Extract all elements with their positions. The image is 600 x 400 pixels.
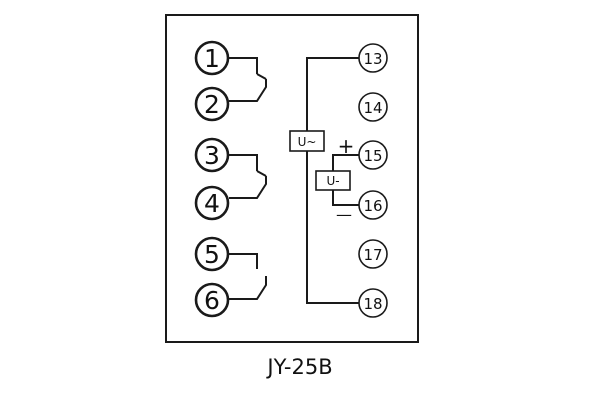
model-label: JY-25B (265, 355, 332, 379)
main-coil-circuit: U~ (289, 57, 359, 304)
terminal-2: 2 (194, 86, 230, 122)
main-coil-box (289, 130, 325, 152)
terminal-13: 13 (358, 43, 388, 73)
terminal-5-number: 5 (204, 240, 220, 269)
terminal-6-number: 6 (204, 286, 220, 315)
terminal-14-number: 14 (363, 99, 382, 117)
terminal-17: 17 (358, 239, 388, 269)
terminal-15: 15 (358, 140, 388, 170)
terminal-17-number: 17 (363, 246, 382, 264)
terminal-3-number: 3 (204, 141, 220, 170)
aux-coil-label: U- (326, 174, 339, 188)
terminal-18-number: 18 (363, 295, 382, 313)
terminal-6: 6 (194, 282, 230, 318)
terminal-3: 3 (194, 137, 230, 173)
contact-1-2 (229, 57, 267, 102)
terminal-13-number: 13 (363, 50, 382, 68)
terminal-15-number: 15 (363, 147, 382, 165)
plus-sign: + (338, 134, 355, 158)
terminal-16: 16 (358, 190, 388, 220)
terminal-1: 1 (194, 40, 230, 76)
contact-5-6 (229, 253, 267, 300)
aux-coil-circuit: U- + — (315, 134, 359, 224)
aux-coil-box (315, 170, 351, 191)
contact-3-4 (229, 154, 267, 199)
minus-sign: — (336, 205, 352, 224)
terminal-1-number: 1 (204, 44, 220, 73)
terminal-5: 5 (194, 236, 230, 272)
terminal-4-number: 4 (204, 189, 220, 218)
terminal-14: 14 (358, 92, 388, 122)
terminal-16-number: 16 (363, 197, 382, 215)
terminal-2-number: 2 (204, 90, 220, 119)
terminal-4: 4 (194, 185, 230, 221)
main-coil-label: U~ (298, 135, 317, 149)
terminal-18: 18 (358, 288, 388, 318)
